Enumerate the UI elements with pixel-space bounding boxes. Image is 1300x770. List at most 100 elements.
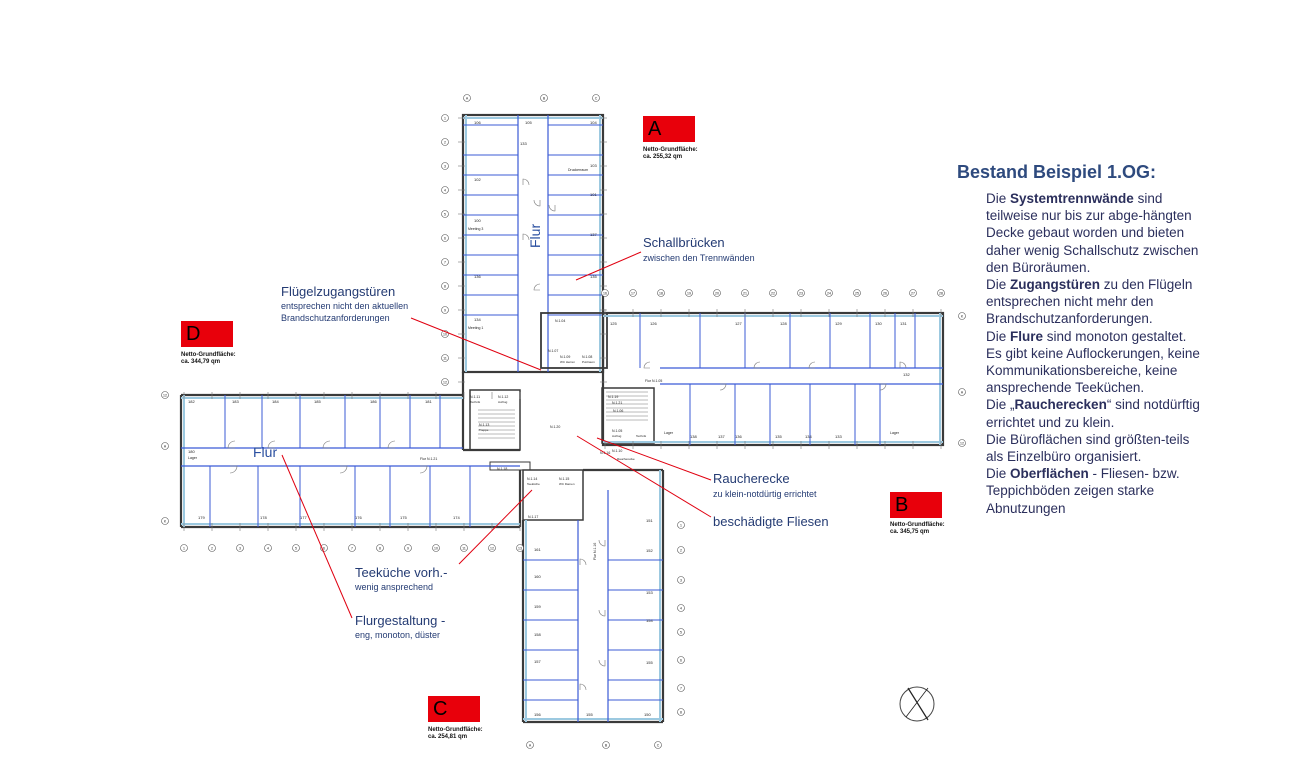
panel-paragraph-bueroflaechen: Die Büroflächen sind größten-teils als E… <box>986 431 1201 465</box>
door-swing <box>643 361 651 369</box>
core-room-name: WC Herren <box>560 360 575 364</box>
core-room-number: N.1.20 <box>550 425 560 429</box>
axis-label: 4 <box>680 607 682 611</box>
flur-label-a: Flur <box>527 223 543 248</box>
panel-paragraph-systemtrennwaende: Die Systemtrennwände sind teilweise nur … <box>986 190 1201 276</box>
axis-marker-bottom <box>180 544 188 552</box>
axis-marker-bottom <box>264 544 272 552</box>
axis-marker-top <box>797 289 805 297</box>
core-room-number: N.1.04 <box>555 319 565 323</box>
annotation-fluegel-sub2: Brandschutzanforderungen <box>281 313 390 323</box>
north-arrow-circle <box>899 686 935 722</box>
axis-label: 9 <box>407 547 409 551</box>
room-number: 137 <box>590 232 597 237</box>
axis-marker-right <box>958 439 966 447</box>
axis-label: 3 <box>239 547 241 551</box>
axis-label: A <box>529 744 532 748</box>
core-room-number: N.1.08 <box>582 355 592 359</box>
core-room-number: N.1.06 <box>613 409 623 413</box>
wing-c-area: Netto-Grundfläche: ca. 254,81 qm <box>428 727 483 741</box>
core-room-number: N.1.17 <box>528 515 538 519</box>
room-number: 132 <box>903 372 910 377</box>
core-room-number: N.1.07 <box>548 349 558 353</box>
axis-marker-bottom <box>526 741 534 749</box>
axis-marker-top <box>713 289 721 297</box>
room-number: 157 <box>534 659 541 664</box>
axis-marker-top <box>853 289 861 297</box>
axis-marker-top <box>657 289 665 297</box>
axis-marker-bottom <box>432 544 440 552</box>
axis-marker-left <box>441 354 449 362</box>
text: Die <box>986 328 1011 344</box>
axis-label: B <box>605 744 608 748</box>
door-swing <box>322 440 331 449</box>
room-number: 158 <box>534 632 541 637</box>
axis-marker-top <box>629 289 637 297</box>
text: Die „ <box>986 397 1015 413</box>
axis-marker-bottom <box>516 544 524 552</box>
room-number: 159 <box>534 604 541 609</box>
axis-label: 5 <box>680 631 682 635</box>
door-swing <box>753 361 761 369</box>
leader-line-raucherecke <box>596 437 712 481</box>
corridor-name: Flur N.1.05 <box>645 379 662 383</box>
room-number: 179 <box>198 515 205 520</box>
axis-label: 7 <box>680 687 682 691</box>
axis-marker-left <box>161 391 169 399</box>
room-number: 183 <box>232 399 239 404</box>
door-swing <box>533 283 541 291</box>
room-number: 129 <box>835 321 842 326</box>
wing-label-a: A <box>643 116 695 142</box>
netto-value: ca. 255,32 qm <box>643 154 683 160</box>
door-swing <box>808 361 816 369</box>
room-name: Meeting 3 <box>468 227 483 231</box>
panel-paragraph-raucherecken: Die „Raucherecken“ sind notdürftig erric… <box>986 396 1201 430</box>
text: Die <box>986 466 1011 482</box>
core-room-name: Putzraum <box>582 360 595 364</box>
core-room-name: Technik <box>636 434 647 438</box>
room-number: 137 <box>718 434 725 439</box>
core-room-number: N.1.11 <box>470 395 480 399</box>
door-swing <box>522 233 530 241</box>
keyword: Oberflächen <box>1010 466 1089 482</box>
wing-a-area: Netto-Grundfläche: ca. 255,32 qm <box>643 147 698 161</box>
core-room-number: N.1.09 <box>560 355 570 359</box>
axis-label: 28 <box>939 292 943 296</box>
axis-marker-bottom <box>348 544 356 552</box>
axis-marker-bottom <box>602 741 610 749</box>
axis-marker-bottom <box>236 544 244 552</box>
core-room-name: Treppe <box>479 428 489 432</box>
panel-paragraph-zugangstueren: Die Zugangstüren zu den Flügeln entsprec… <box>986 276 1201 328</box>
door-swing <box>419 465 428 474</box>
axis-marker-left <box>441 162 449 170</box>
axis-marker-right <box>677 521 685 529</box>
door-swing <box>229 465 238 474</box>
axis-marker-bottom <box>654 741 662 749</box>
axis-marker-right <box>677 628 685 636</box>
axis-label: 9 <box>444 309 446 313</box>
room-name: Meeting 1 <box>468 326 483 330</box>
room-number: 161 <box>534 547 541 552</box>
axis-label: 27 <box>911 292 915 296</box>
wing-label-d: D <box>181 321 233 347</box>
axis-label: 12 <box>490 547 494 551</box>
axis-label: 8 <box>379 547 381 551</box>
axis-marker-left <box>441 378 449 386</box>
axis-marker-bottom <box>208 544 216 552</box>
room-number: 180 <box>188 449 195 454</box>
axis-label: B <box>543 97 546 101</box>
text: Die <box>986 191 1011 206</box>
axis-marker-top <box>592 94 600 102</box>
netto-label: Netto-Grundfläche: <box>428 727 483 733</box>
room-number: 181 <box>425 399 432 404</box>
door-swing <box>579 558 587 566</box>
core-room-name: WC Damen <box>559 482 575 486</box>
axis-label: K <box>961 315 964 319</box>
corridor-name: Flur N.1.16 <box>593 543 597 560</box>
axis-marker-bottom <box>488 544 496 552</box>
leader-line-fliesen <box>576 435 712 518</box>
annotation-fliesen-title: beschädigte Fliesen <box>713 514 829 529</box>
axis-marker-top <box>540 94 548 102</box>
netto-label: Netto-Grundfläche: <box>181 352 236 358</box>
